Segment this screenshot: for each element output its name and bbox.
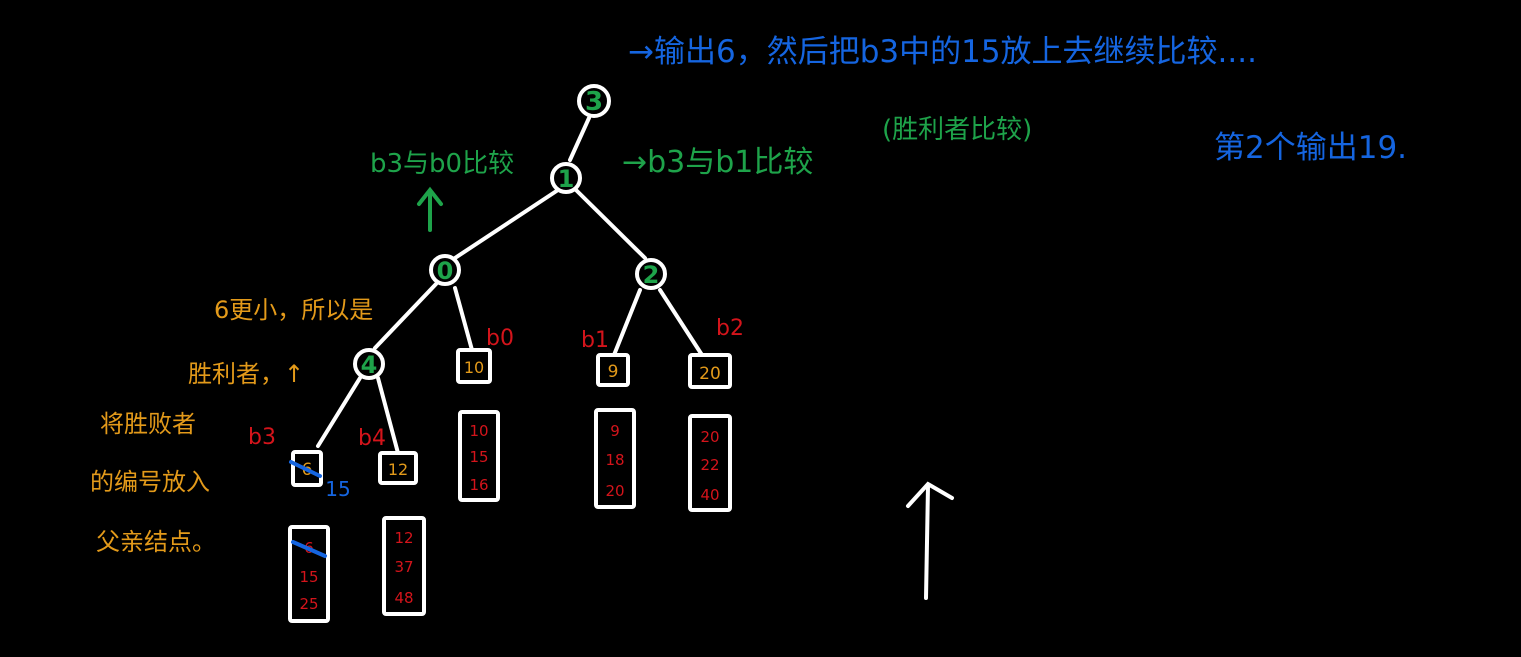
svg-text:9: 9 (610, 422, 620, 440)
svg-text:48: 48 (394, 589, 413, 607)
svg-text:b2: b2 (716, 316, 744, 341)
list-b3: 6 15 25 (288, 525, 330, 623)
note-orange-5: 父亲结点。 (96, 528, 216, 556)
list-b4: 12 37 48 (382, 516, 426, 616)
note-orange-2: 胜利者，↑ (188, 360, 304, 388)
svg-text:10: 10 (464, 358, 484, 377)
note-orange-3: 将胜败者 (100, 410, 196, 438)
svg-text:9: 9 (608, 362, 619, 382)
list-b1: 9 18 20 (594, 408, 636, 509)
svg-text:b3: b3 (248, 425, 276, 450)
leaf-b4: 12 b4 (358, 426, 418, 485)
note-second-output: 第2个输出19. (1214, 130, 1407, 166)
note-orange-1: 6更小，所以是 (214, 296, 373, 324)
svg-text:40: 40 (700, 486, 719, 504)
tree-node-1: 1 (550, 162, 582, 194)
svg-text:1: 1 (558, 165, 575, 193)
svg-text:0: 0 (437, 257, 454, 285)
svg-text:b1: b1 (581, 328, 609, 353)
svg-text:18: 18 (605, 451, 624, 469)
note-winner-compare: (胜利者比较) (882, 115, 1032, 145)
svg-text:20: 20 (605, 482, 624, 500)
svg-text:37: 37 (394, 558, 413, 576)
note-output-6: →输出6，然后把b3中的15放上去继续比较.... (628, 34, 1257, 70)
svg-text:4: 4 (361, 351, 378, 379)
tree-node-root: 3 (577, 84, 611, 118)
leaf-b3: 6 b3 15 (248, 425, 351, 501)
tree-node-4: 4 (353, 348, 385, 380)
svg-text:12: 12 (388, 460, 408, 479)
list-b0: 10 15 16 (458, 410, 500, 502)
svg-text:b0: b0 (486, 326, 514, 351)
svg-text:20: 20 (699, 364, 721, 384)
tree-node-0: 0 (429, 254, 461, 286)
svg-text:2: 2 (643, 261, 660, 289)
svg-text:15: 15 (299, 568, 318, 586)
tree-edges (316, 116, 704, 455)
svg-text:10: 10 (469, 422, 488, 440)
white-up-arrow (906, 481, 954, 600)
svg-text:3: 3 (585, 87, 603, 117)
note-b3-vs-b1: →b3与b1比较 (622, 145, 813, 180)
leaf-b0: 10 b0 (456, 326, 514, 384)
leaf-b1: 9 b1 (581, 328, 630, 387)
svg-text:15: 15 (469, 448, 488, 466)
list-b2: 20 22 40 (688, 414, 732, 512)
svg-text:b4: b4 (358, 426, 386, 451)
note-orange-4: 的编号放入 (90, 468, 210, 496)
svg-text:22: 22 (700, 456, 719, 474)
leaf-b2: 20 b2 (688, 316, 744, 389)
note-b3-vs-b0: b3与b0比较 (370, 149, 514, 179)
svg-text:25: 25 (299, 595, 318, 613)
green-up-arrow (417, 186, 443, 232)
svg-text:12: 12 (394, 529, 413, 547)
tree-node-2: 2 (635, 258, 667, 290)
replacement-15: 15 (325, 477, 350, 501)
svg-text:20: 20 (700, 428, 719, 446)
svg-text:16: 16 (469, 476, 488, 494)
